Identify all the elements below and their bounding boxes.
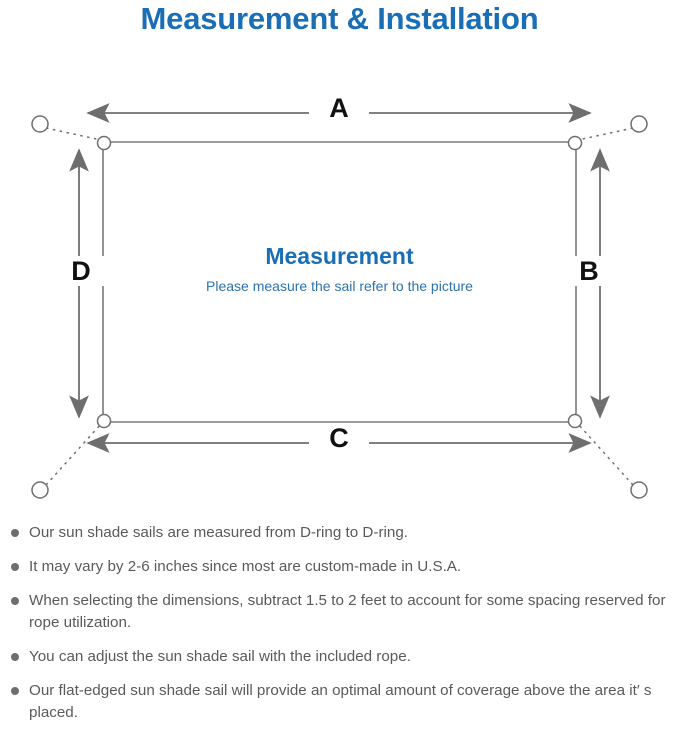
list-item: When selecting the dimensions, subtract …	[0, 590, 679, 634]
dimension-label-d: D	[57, 256, 105, 286]
dimension-label-b: B	[565, 256, 613, 286]
dimension-label-c: C	[309, 423, 369, 453]
list-item-text: When selecting the dimensions, subtract …	[29, 592, 666, 631]
rope-bottom-right	[577, 423, 634, 486]
notes-list: Our sun shade sails are measured from D-…	[0, 522, 679, 736]
list-item: It may vary by 2-6 inches since most are…	[0, 556, 679, 578]
bullet-icon	[11, 529, 19, 537]
list-item-text: Our flat-edged sun shade sail will provi…	[29, 682, 652, 721]
bullet-icon	[11, 653, 19, 661]
bullet-icon	[11, 563, 19, 571]
list-item-text: It may vary by 2-6 inches since most are…	[29, 558, 462, 575]
dimension-label-a: A	[309, 93, 369, 123]
diagram-center-subtitle: Please measure the sail refer to the pic…	[206, 278, 473, 294]
bullet-icon	[11, 687, 19, 695]
rope-top-right	[577, 127, 634, 141]
page-title: Measurement & Installation	[140, 1, 539, 36]
list-item: You can adjust the sun shade sail with t…	[0, 646, 679, 668]
bottom-right-anchor-ring	[630, 481, 648, 499]
list-item: Our flat-edged sun shade sail will provi…	[0, 680, 679, 724]
top-left-d-ring	[96, 135, 112, 151]
top-left-anchor-ring	[31, 115, 49, 133]
bottom-right-d-ring	[567, 413, 583, 429]
bottom-left-d-ring	[96, 413, 112, 429]
list-item-text: Our sun shade sails are measured from D-…	[29, 524, 408, 541]
list-item-text: You can adjust the sun shade sail with t…	[29, 648, 411, 665]
rope-top-left	[45, 127, 102, 141]
top-right-d-ring	[567, 135, 583, 151]
rope-bottom-left	[45, 423, 102, 486]
measurement-diagram: Measurement Please measure the sail refe…	[0, 45, 679, 515]
diagram-center-title: Measurement	[265, 243, 414, 269]
bullet-icon	[11, 597, 19, 605]
list-item: Our sun shade sails are measured from D-…	[0, 522, 679, 544]
bottom-left-anchor-ring	[31, 481, 49, 499]
top-right-anchor-ring	[630, 115, 648, 133]
